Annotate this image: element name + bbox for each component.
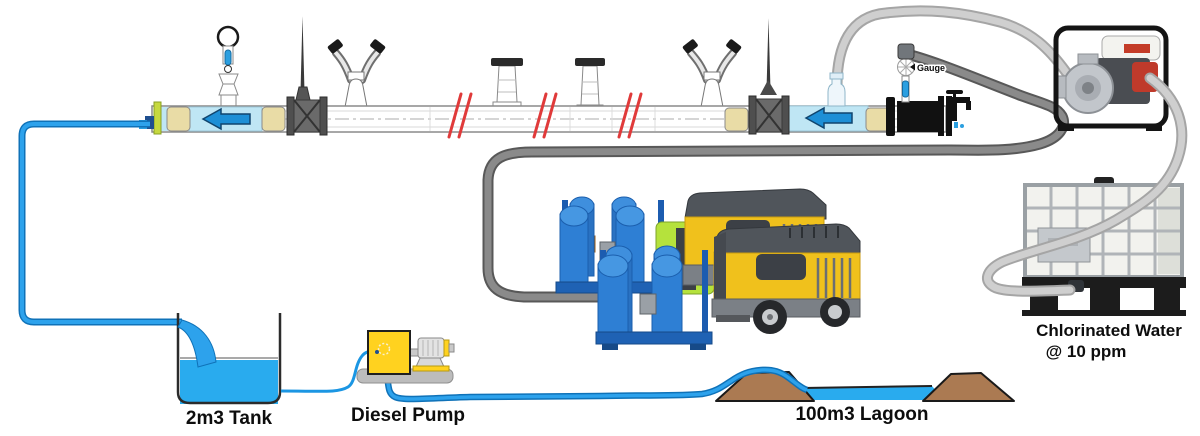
- pipeline-assembly: [139, 16, 971, 139]
- standpipe-riser-2: [575, 58, 605, 113]
- water-tank: [176, 313, 282, 405]
- pipe-end-cap-lime: [153, 101, 162, 135]
- engine-water-pump: [1053, 25, 1169, 131]
- chemical-suction-hose: [831, 5, 1072, 92]
- water-drip: [954, 122, 958, 128]
- gate-valve-stem-antenna-2: [760, 18, 777, 95]
- air-release-wye-1: [327, 39, 386, 108]
- lagoon: [715, 371, 1015, 402]
- air-dryer-skid-front: [595, 245, 713, 350]
- chlorinated-water-hose: [982, 72, 1188, 297]
- diesel-pump-discharge-line: [382, 366, 809, 403]
- diesel-pump-label: Diesel Pump: [351, 405, 465, 426]
- diesel-pump: [356, 330, 455, 384]
- diesel-pump-housing: [367, 330, 411, 375]
- compressor-front: [711, 223, 861, 334]
- tank-label: 2m3 Tank: [186, 408, 273, 429]
- diagram-labels: 2m3 Tank Diesel Pump 100m3 Lagoon Chlori…: [186, 62, 1182, 430]
- pipe-couplings: [166, 106, 891, 132]
- flow-arrow-left-1: [201, 107, 251, 131]
- chlorinated-water-label-line1: Chlorinated Water: [1036, 321, 1182, 340]
- lagoon-water: [793, 386, 944, 400]
- pipe-break-marks: [447, 92, 643, 139]
- air-release-wye-2: [682, 39, 742, 108]
- chemical-injection-fitting: [827, 72, 846, 107]
- gate-valve-stem-antenna-1: [295, 16, 311, 101]
- chlorinated-water-label-line2: @ 10 ppm: [1046, 342, 1127, 361]
- inline-valve-2: [748, 95, 790, 135]
- pig-launcher-ring-valve: [216, 25, 240, 108]
- standpipe-riser-1: [491, 58, 523, 110]
- compressed-air-hose: [482, 48, 1069, 303]
- pressure-gauge: [897, 43, 915, 103]
- discharge-line-main: [18, 120, 182, 326]
- gauge-pointer-arrow: [910, 63, 915, 71]
- inline-valve-1: [286, 96, 328, 136]
- waterfall: [177, 319, 217, 368]
- flow-arrow-left-2: [804, 106, 853, 130]
- berm-right: [922, 372, 1015, 402]
- pump-roll-cage: [1053, 25, 1169, 129]
- pipe-blue-sliver: [160, 107, 168, 131]
- engine-brand-stripe: [1124, 44, 1150, 53]
- gauge-label: Gauge: [917, 63, 945, 73]
- static-mixer: [886, 96, 952, 136]
- tote-pallet: [1022, 277, 1186, 316]
- lagoon-label: 100m3 Lagoon: [795, 404, 928, 425]
- sample-tap-faucet: [946, 90, 971, 128]
